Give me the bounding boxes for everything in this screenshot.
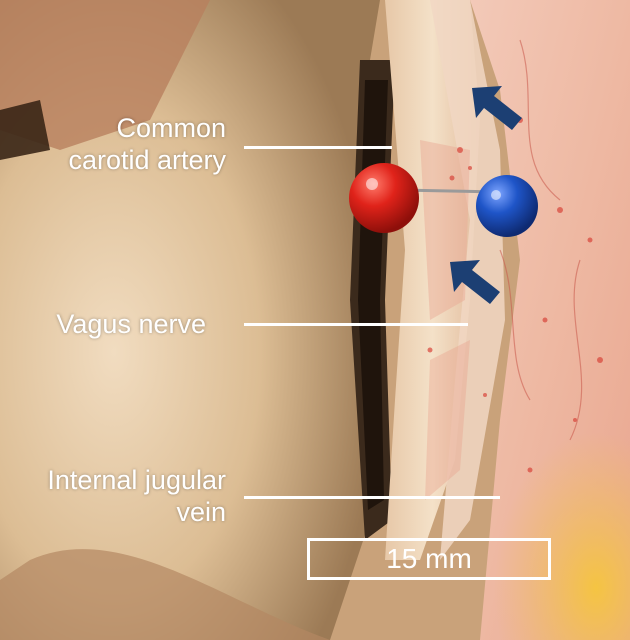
arrow-upper-icon [472,86,522,130]
common-carotid-leader-line [244,146,392,149]
blue-pin-icon [476,175,538,237]
label-ijv-line1: Internal jugular [47,465,226,495]
label-common-carotid-line1: Common [116,113,226,143]
label-internal-jugular-vein: Internal jugular vein [0,464,226,528]
red-pin-icon [349,163,419,233]
label-common-carotid-line2: carotid artery [68,145,226,175]
vagus-leader-line [244,323,468,326]
scale-bar-label: 15 mm [386,543,472,574]
label-vagus-nerve: Vagus nerve [56,309,206,339]
scale-bar: 15 mm [307,538,551,580]
arrow-lower-icon [450,260,500,304]
ijv-leader-line [244,496,500,499]
label-ijv-line2: vein [176,497,226,527]
label-common-carotid-artery: Common carotid artery [20,112,226,176]
